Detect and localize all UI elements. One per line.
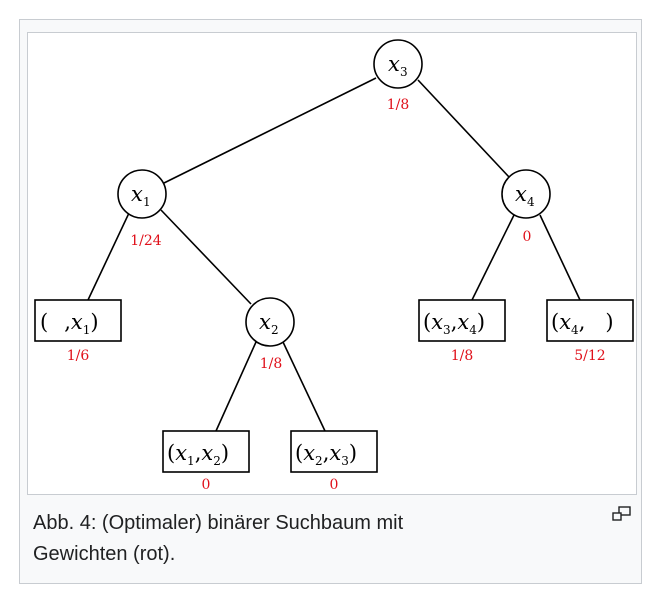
weight-label: 1/8 [387, 97, 410, 113]
leaf-x2-x3: (x2,x3) 0 [290, 430, 378, 493]
svg-text:x: x [259, 310, 271, 334]
figure-caption: Abb. 4: (Optimaler) binärer Suchbaum mit… [33, 508, 553, 570]
caption-line-2: Gewichten (rot). [33, 543, 176, 565]
svg-text:4: 4 [527, 195, 535, 209]
edge-x3-x1 [163, 77, 377, 184]
leaf-label: (x2,x3) [295, 441, 357, 468]
figure-image[interactable] [27, 32, 637, 495]
weight-label: 0 [202, 477, 211, 493]
node-x3: x 3 1/8 [373, 39, 423, 113]
edge-x2-leaf-b [282, 341, 326, 432]
leaf-label: (,x1) [40, 310, 99, 337]
edge-x4-leaf-a [471, 214, 515, 301]
svg-text:x: x [388, 52, 400, 76]
svg-text:2: 2 [271, 323, 279, 337]
weight-label: 0 [330, 477, 339, 493]
leaf-label: (x4,) [551, 310, 614, 337]
edge-x1-leaf [87, 212, 130, 301]
weight-label: 0 [523, 229, 532, 245]
svg-text:3: 3 [400, 65, 408, 79]
leaf-x1-x2: (x1,x2) 0 [162, 430, 250, 493]
node-x4: x 4 0 [501, 169, 551, 245]
leaf-none-x1: (,x1) 1/6 [34, 299, 122, 364]
leaf-label: (x1,x2) [167, 441, 229, 468]
weight-label: 1/6 [67, 348, 90, 364]
magnify-clip-icon[interactable] [611, 505, 633, 523]
node-x1: x 1 1/24 [117, 169, 167, 249]
svg-text:1: 1 [143, 195, 151, 209]
svg-text:x: x [131, 182, 143, 206]
leaf-x3-x4: (x3,x4) 1/8 [418, 299, 506, 364]
tree-edges [87, 77, 581, 432]
edge-x3-x4 [417, 79, 510, 178]
weight-label: 1/8 [260, 356, 283, 372]
leaf-x4-none: (x4,) 5/12 [546, 299, 634, 364]
weight-label: 1/24 [130, 233, 162, 249]
edge-x1-x2 [160, 209, 252, 305]
node-x2: x 2 1/8 [245, 297, 295, 372]
weight-label: 5/12 [574, 348, 605, 364]
edge-x2-leaf-a [215, 341, 257, 432]
weight-label: 1/8 [451, 348, 474, 364]
leaf-label: (x3,x4) [423, 310, 485, 337]
edge-x4-leaf-b [539, 214, 581, 301]
caption-line-1: Abb. 4: (Optimaler) binärer Suchbaum mit [33, 512, 404, 534]
search-tree-diagram: x 3 1/8 x 1 1/24 x 4 0 x 2 1/8 (,x1) 1/6… [34, 39, 634, 493]
svg-text:x: x [515, 182, 527, 206]
